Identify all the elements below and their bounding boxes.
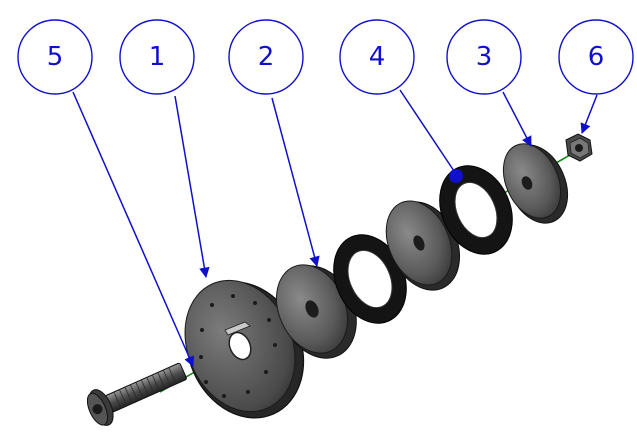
balloon-3-label: 3 bbox=[476, 42, 493, 72]
balloon-2: 2 bbox=[228, 19, 304, 95]
leader-line-4 bbox=[399, 89, 457, 175]
balloon-4: 4 bbox=[339, 19, 415, 95]
leader-line-1 bbox=[174, 95, 210, 279]
balloon-3: 3 bbox=[446, 19, 522, 95]
leader-line-2 bbox=[271, 97, 320, 268]
ring-icon bbox=[439, 165, 513, 255]
leader-line-6 bbox=[580, 94, 598, 134]
ring-icon bbox=[333, 234, 407, 324]
leader-line-5 bbox=[72, 91, 195, 367]
leader-dot-4 bbox=[449, 169, 463, 183]
balloon-4-label: 4 bbox=[369, 42, 386, 72]
balloon-1: 1 bbox=[119, 19, 195, 95]
balloon-5-label: 5 bbox=[47, 42, 64, 72]
disc-icon bbox=[184, 279, 305, 419]
balloon-1-label: 1 bbox=[149, 42, 166, 72]
balloon-6-label: 6 bbox=[588, 42, 605, 72]
nut-icon bbox=[565, 133, 593, 162]
disc-icon bbox=[385, 200, 460, 291]
balloon-5: 5 bbox=[17, 19, 93, 95]
balloon-2-label: 2 bbox=[258, 42, 275, 72]
disc-icon bbox=[502, 143, 569, 224]
leader-line-3 bbox=[502, 91, 532, 147]
bolt-icon bbox=[86, 362, 187, 426]
balloon-6: 6 bbox=[558, 19, 634, 95]
